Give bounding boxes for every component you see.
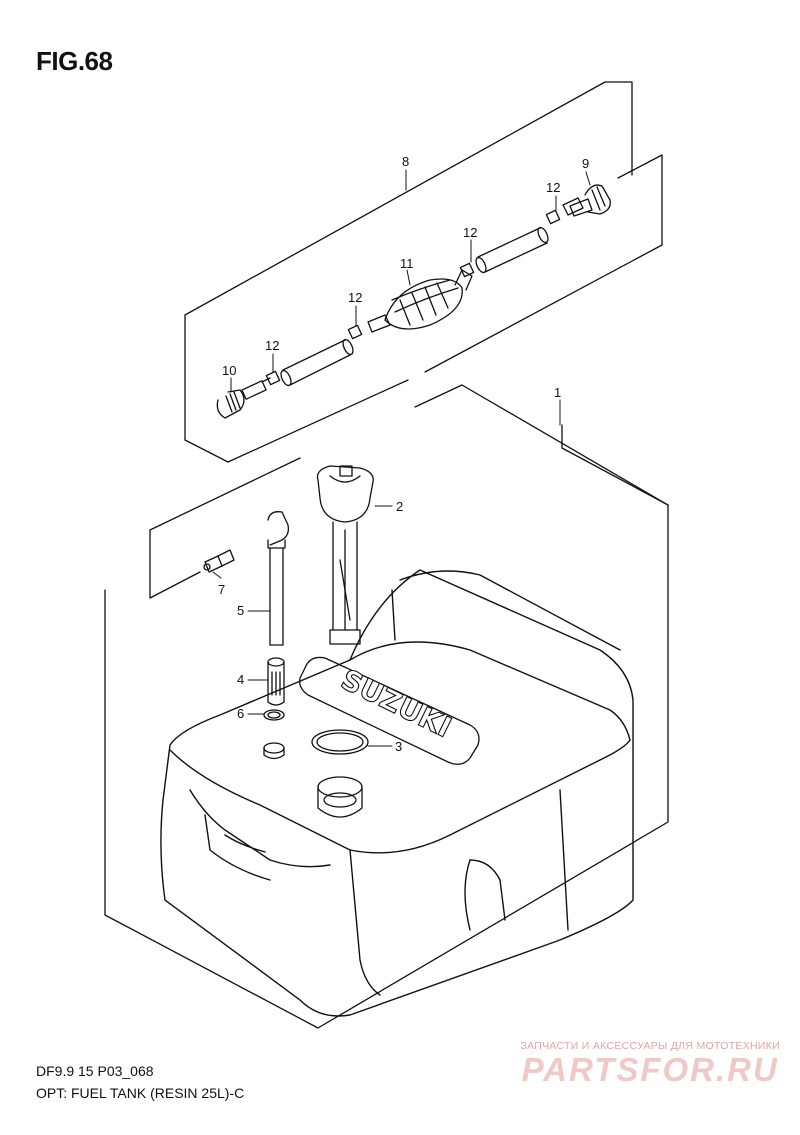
engine-connector [569,184,611,217]
callout-2: 2 [396,499,403,514]
callout-11: 11 [400,256,414,271]
adaptor [267,657,285,706]
watermark-logo: PARTSFOR.RU [521,1051,779,1088]
primer-bulb [384,269,473,330]
tank-assembly-frame [104,384,669,1029]
callout-7: 7 [218,582,225,597]
watermark: ЗАПЧАСТИ И АКСЕССУАРЫ ДЛЯ МОТОТЕХНИКИ PA… [520,1040,780,1088]
callout-12-b: 12 [463,225,477,240]
caption-description: OPT: FUEL TANK (RESIN 25L)-C [36,1085,245,1101]
figure-caption: DF9.9 15 P03_068 OPT: FUEL TANK (RESIN 2… [36,1060,244,1104]
leader-lines [212,169,591,747]
vent-seat [263,742,285,760]
fuel-tank [160,569,634,1017]
figure-title: FIG.68 [36,46,113,76]
callout-4: 4 [237,672,244,687]
caption-model: DF9.9 15 P03_068 [36,1063,154,1079]
hose-line [265,197,584,387]
o-ring [311,729,369,755]
vent-pipe [267,511,290,646]
callout-8: 8 [402,154,409,169]
callout-6: 6 [237,706,244,721]
callout-12-a: 12 [546,180,560,195]
callout-1: 1 [554,385,561,400]
fuel-gauge [316,465,374,645]
watermark-tagline: ЗАПЧАСТИ И АКСЕССУАРЫ ДЛЯ МОТОТЕХНИКИ [520,1040,780,1052]
callout-9: 9 [582,156,589,171]
tank-connector [216,377,271,419]
hose-kit-frame [184,81,633,316]
callout-3: 3 [395,739,402,754]
callout-12-d: 12 [265,338,279,353]
callout-5: 5 [237,603,244,618]
fitting [203,549,235,573]
washer [263,709,285,721]
callout-12-c: 12 [348,290,362,305]
filler-neck [317,776,363,818]
emboss-plate [299,656,480,765]
callout-10: 10 [222,363,236,378]
